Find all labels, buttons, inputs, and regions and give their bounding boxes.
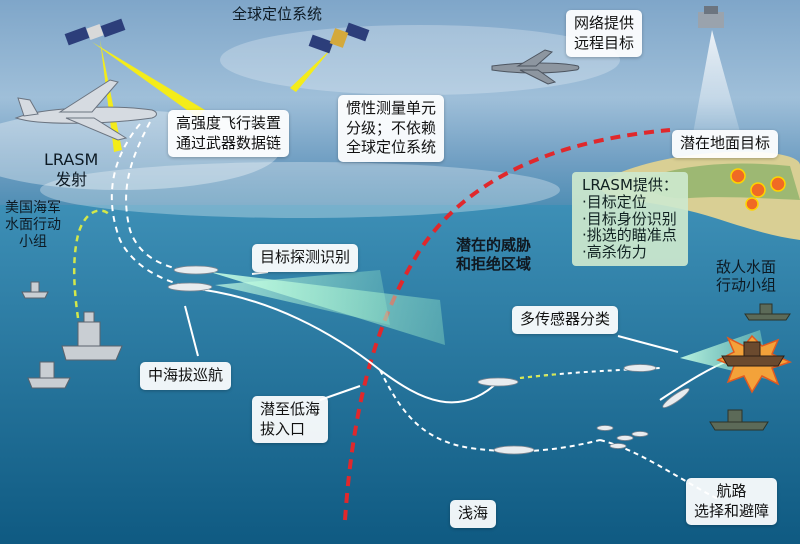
threat-zone-line: 潜在的威胁 bbox=[456, 236, 532, 254]
flight-path bbox=[204, 289, 501, 404]
detect-label: 目标探测识别 bbox=[252, 244, 359, 272]
sensor-cone-detect bbox=[215, 270, 390, 325]
enemy-ship bbox=[709, 303, 791, 431]
route-label: 航路 选择和避障 bbox=[686, 478, 778, 525]
navy-group-label: 美国海军 水面行动 小组 bbox=[5, 200, 61, 251]
enemy-ship-hit bbox=[721, 341, 785, 367]
multisensor-label: 多传感器分类 bbox=[512, 306, 619, 334]
flight-path bbox=[125, 121, 201, 273]
low-entry-line: 潜至低海 bbox=[260, 400, 321, 418]
threat-zone-line: 和拒绝区域 bbox=[456, 254, 532, 273]
gps-label: 全球定位系统 bbox=[232, 5, 323, 23]
lrasm-launch-line: LRASM bbox=[44, 150, 99, 169]
navy-group-line: 水面行动 bbox=[5, 217, 61, 234]
threat-boundary-line bbox=[343, 128, 671, 521]
gps-beam bbox=[92, 42, 205, 118]
pointer-line bbox=[251, 271, 269, 275]
navy-group-line: 小组 bbox=[19, 234, 47, 251]
enemy-group-line: 行动小组 bbox=[716, 276, 777, 295]
low-entry-label: 潜至低海 拔入口 bbox=[252, 396, 329, 443]
network-uav bbox=[491, 49, 580, 85]
lrasm-launch-label: LRASM 发射 bbox=[44, 150, 98, 189]
launch-aircraft bbox=[14, 79, 157, 141]
ins-line: 全球定位系统 bbox=[346, 138, 437, 156]
datalink-label: 高强度飞行装置 通过武器数据链 bbox=[168, 110, 290, 157]
pointer-line bbox=[617, 335, 679, 353]
provides-item: ·挑选的瞄准点 bbox=[582, 226, 677, 245]
low-entry-line: 拔入口 bbox=[260, 419, 306, 438]
mid-cruise-label: 中海拔巡航 bbox=[140, 362, 232, 390]
gps-beam bbox=[100, 40, 122, 152]
ground-target-label: 潜在地面目标 bbox=[672, 130, 779, 158]
network-label-line: 远程目标 bbox=[574, 33, 635, 52]
gps-satellite-left bbox=[64, 18, 126, 46]
network-beam bbox=[690, 30, 745, 150]
lrasm-provides-box: LRASM提供： ·目标定位 ·目标身份识别 ·挑选的瞄准点 ·高杀伤力 bbox=[572, 172, 688, 266]
cloud bbox=[40, 162, 560, 218]
ins-label: 惯性测量单元 分级；不依赖 全球定位系统 bbox=[338, 95, 445, 162]
provides-item: ·高杀伤力 bbox=[582, 243, 647, 262]
friendly-ship bbox=[21, 281, 123, 389]
gps-satellite-center bbox=[308, 22, 370, 54]
provides-title: LRASM提供： bbox=[582, 176, 678, 194]
network-label: 网络提供 远程目标 bbox=[566, 10, 643, 57]
ground-target-explosion bbox=[730, 168, 786, 211]
navy-launch-path bbox=[73, 209, 111, 319]
small-boat bbox=[596, 425, 649, 449]
sensor-link bbox=[519, 373, 561, 379]
provides-item: ·目标身份识别 bbox=[582, 209, 677, 228]
navy-group-line: 美国海军 bbox=[5, 200, 61, 216]
network-satellite bbox=[698, 6, 724, 28]
cloud bbox=[220, 25, 620, 95]
route-line: 航路 bbox=[716, 482, 747, 500]
provides-item: ·目标定位 bbox=[582, 192, 647, 211]
flight-path bbox=[110, 123, 206, 291]
threat-zone-label: 潜在的威胁 和拒绝区域 bbox=[456, 236, 531, 274]
enemy-group-label: 敌人水面 行动小组 bbox=[716, 258, 776, 295]
flight-path bbox=[379, 369, 601, 453]
shallow-label: 浅海 bbox=[450, 500, 497, 528]
network-label-line: 网络提供 bbox=[574, 14, 635, 32]
missile bbox=[167, 265, 690, 455]
lrasm-launch-line: 发射 bbox=[55, 169, 88, 189]
enemy-group-line: 敌人水面 bbox=[716, 258, 777, 276]
datalink-line: 通过武器数据链 bbox=[176, 133, 282, 152]
ins-line: 惯性测量单元 bbox=[346, 99, 437, 117]
ins-line: 分级；不依赖 bbox=[346, 118, 437, 137]
gps-beam bbox=[290, 48, 332, 92]
pointer-line bbox=[184, 305, 199, 357]
route-line: 选择和避障 bbox=[694, 501, 770, 520]
datalink-line: 高强度飞行装置 bbox=[176, 114, 282, 132]
